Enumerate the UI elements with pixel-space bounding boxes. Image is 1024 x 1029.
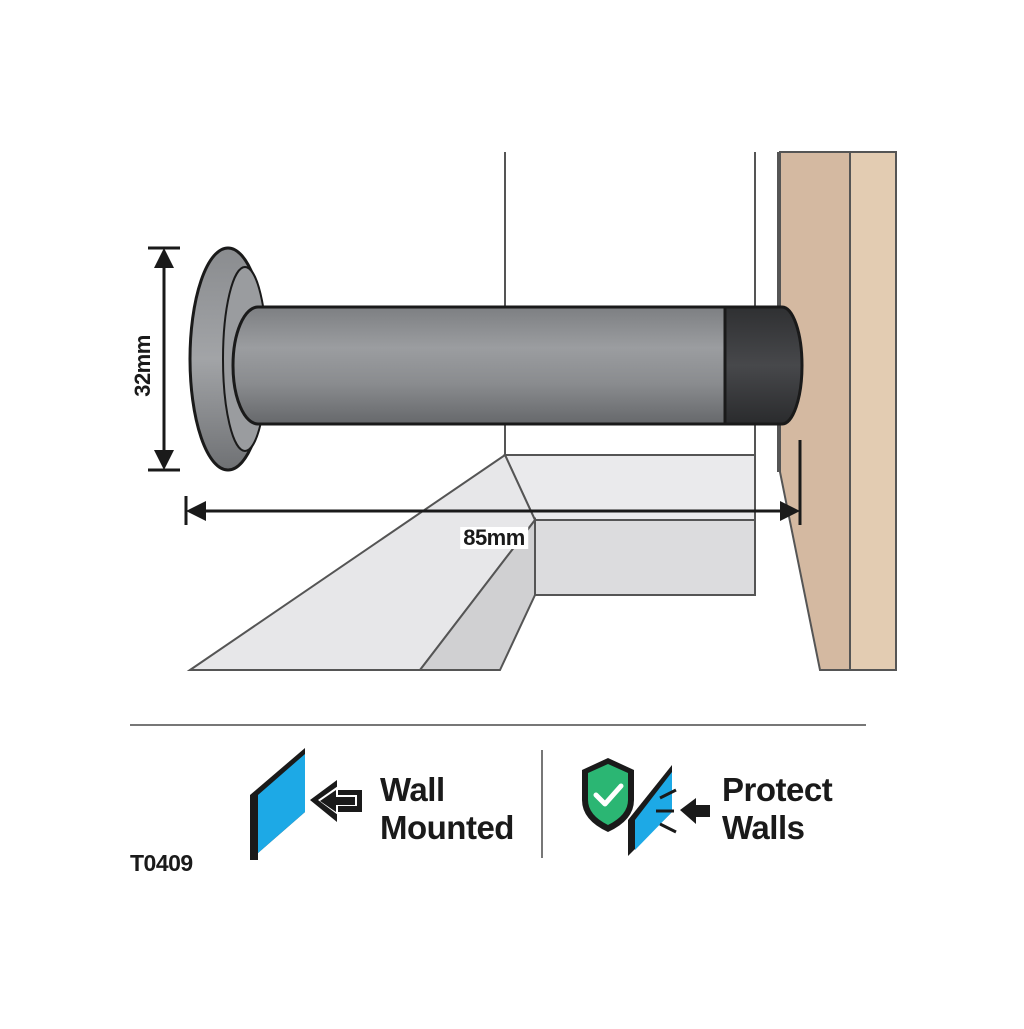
protected-panel-icon (628, 765, 710, 856)
feature-wall-line1: Wall (380, 771, 445, 808)
feature-protect-walls: Protect Walls (722, 771, 833, 847)
feature-protect-line1: Protect (722, 771, 833, 808)
feature-protect-line2: Walls (722, 809, 805, 846)
shield-check-icon (582, 758, 634, 832)
feature-wall-line2: Mounted (380, 809, 514, 846)
wall-panel (779, 151, 897, 671)
height-dimension (148, 246, 180, 472)
product-code: T0409 (130, 850, 193, 876)
door-stop-tube (231, 305, 804, 426)
height-dimension-label: 32mm (130, 335, 155, 397)
length-dimension-label: 85mm (460, 527, 528, 549)
rubber-tip (723, 305, 804, 426)
wall-mount-icon (250, 748, 362, 860)
feature-wall-mounted: Wall Mounted (380, 771, 514, 847)
floor-skirting (186, 453, 756, 671)
length-dimension (184, 440, 802, 525)
